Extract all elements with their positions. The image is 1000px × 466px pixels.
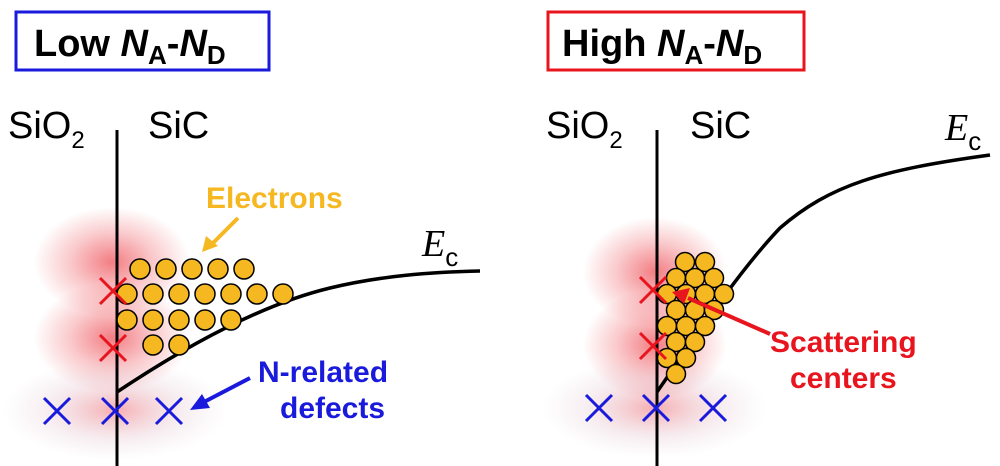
electron bbox=[142, 283, 164, 305]
electron bbox=[194, 283, 216, 305]
interface-defect-x bbox=[638, 275, 668, 305]
n-defect-x bbox=[154, 396, 184, 426]
panel-title: Low NA-ND bbox=[34, 23, 226, 70]
interface-defect-x bbox=[98, 333, 128, 363]
panel-high: High NA-ND SiO2 SiC Ec bbox=[543, 10, 991, 466]
electron bbox=[168, 283, 190, 305]
electrons-arrowhead bbox=[202, 236, 218, 252]
electron bbox=[155, 258, 177, 280]
title-frame bbox=[14, 10, 271, 72]
electron bbox=[116, 309, 138, 331]
n-defect-x bbox=[698, 393, 728, 423]
scatter-arrow bbox=[687, 296, 771, 336]
ec-label: Ec bbox=[944, 107, 981, 156]
electron bbox=[675, 347, 697, 369]
defects-arrow bbox=[203, 376, 251, 404]
n-defect-x bbox=[100, 396, 130, 426]
electron bbox=[684, 331, 706, 353]
conduction-band-edge bbox=[116, 269, 481, 394]
n-defect-x bbox=[641, 393, 671, 423]
electron bbox=[665, 363, 687, 385]
panel-low: Low NA-ND SiO2 SiC Ec Electrons bbox=[3, 10, 481, 466]
defects-label: N-related defects bbox=[258, 356, 396, 425]
electron bbox=[142, 309, 164, 331]
sic-label: SiC bbox=[148, 105, 209, 147]
electron bbox=[142, 334, 164, 356]
interface-defect-x bbox=[638, 331, 668, 361]
ec-label: Ec bbox=[421, 223, 458, 272]
interface-defect-x bbox=[98, 276, 128, 306]
oxide-label: SiO2 bbox=[546, 105, 623, 154]
n-defect-x bbox=[584, 393, 614, 423]
scatter-label: Scattering centers bbox=[770, 326, 925, 395]
electron bbox=[207, 258, 229, 280]
electron bbox=[713, 283, 735, 305]
electron bbox=[116, 283, 138, 305]
title-frame bbox=[546, 10, 806, 72]
electron bbox=[272, 283, 294, 305]
electron bbox=[703, 267, 725, 289]
n-defect-x bbox=[42, 396, 72, 426]
electrons-arrow bbox=[210, 216, 240, 246]
electron bbox=[181, 258, 203, 280]
electron bbox=[168, 309, 190, 331]
panel-title: High NA-ND bbox=[562, 23, 762, 70]
electron bbox=[220, 309, 242, 331]
defects-arrowhead bbox=[190, 394, 210, 410]
electron bbox=[694, 251, 716, 273]
electron bbox=[220, 283, 242, 305]
scatter-arrowhead bbox=[672, 288, 690, 304]
electron bbox=[246, 283, 268, 305]
electrons-label: Electrons bbox=[206, 182, 343, 215]
electron bbox=[194, 309, 216, 331]
sic-label: SiC bbox=[690, 105, 751, 147]
electron bbox=[129, 258, 151, 280]
electron bbox=[694, 315, 716, 337]
oxide-label: SiO2 bbox=[8, 105, 85, 154]
electron bbox=[168, 334, 190, 356]
electron bbox=[674, 251, 696, 273]
electron bbox=[233, 258, 255, 280]
